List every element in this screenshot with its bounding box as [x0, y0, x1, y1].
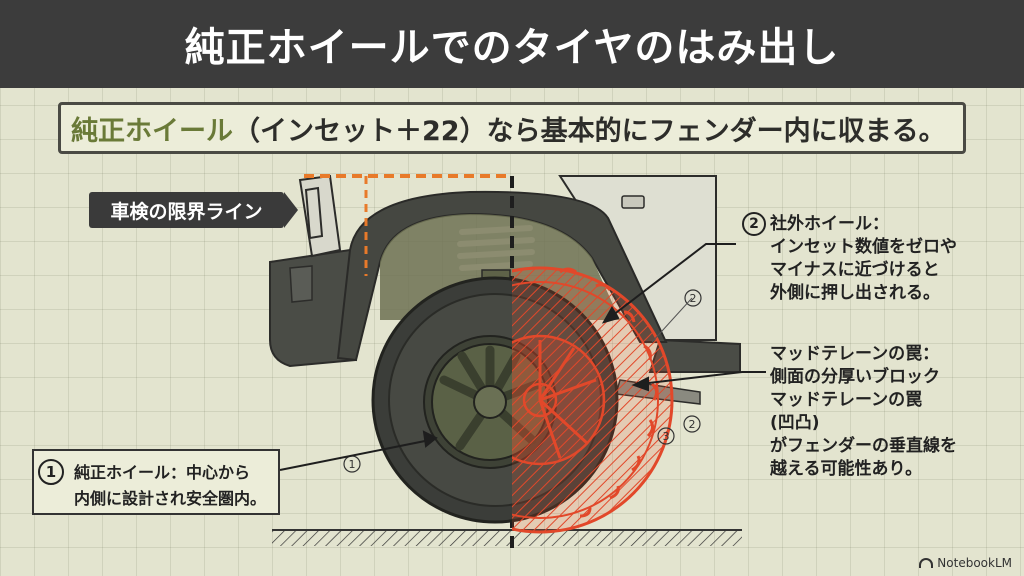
note-line: 側面の分厚いブロック [770, 367, 940, 387]
headline-text: （インセット＋22）なら基本的にフェンダー内に収まる。 [233, 115, 946, 147]
note-line: マッドテレーンの罠： [770, 344, 940, 364]
stock-wheel-callout: 1 純正ホイール：中心から 内側に設計され安全圏内。 [32, 449, 280, 515]
ground [272, 529, 742, 546]
note-line: 越える可能性あり。 [770, 459, 923, 479]
brand-mark: NotebookLM [919, 556, 1012, 570]
notebooklm-logo-icon [919, 558, 934, 568]
limit-label-pointer [284, 192, 298, 228]
note-line: マッドテレーンの罠 [770, 390, 923, 410]
mud-terrain-note: マッドテレーンの罠： 側面の分厚いブロック マッドテレーンの罠 (凹凸) がフェ… [770, 343, 957, 481]
svg-text:2: 2 [689, 418, 696, 431]
note-line: (凹凸) [770, 413, 820, 433]
title-bar: 純正ホイールでのタイヤのはみ出し [0, 0, 1024, 88]
aftermarket-tire [512, 266, 674, 534]
svg-text:3: 3 [663, 430, 670, 443]
note-line: 社外ホイール： [770, 214, 889, 234]
callout-number: 1 [38, 459, 64, 485]
leader-lines [279, 243, 766, 471]
note-number: 2 [742, 212, 766, 236]
note-line: がフェンダーの垂直線を [770, 436, 957, 456]
headline-accent: 純正ホイール [71, 115, 233, 147]
note-line: マイナスに近づけると [770, 260, 940, 280]
callout-line: 内側に設計され安全圏内。 [74, 489, 267, 508]
note-line: 外側に押し出される。 [770, 283, 940, 303]
note-line: インセット数値をゼロや [770, 237, 957, 257]
page-title: 純正ホイールでのタイヤのはみ出し [184, 25, 840, 71]
diagram-markers: 1 2 2 3 [343, 289, 702, 473]
svg-text:1: 1 [349, 458, 356, 471]
limit-line-label: 車検の限界ライン [89, 192, 284, 228]
headline-box: 純正ホイール（インセット＋22）なら基本的にフェンダー内に収まる。 [58, 102, 966, 154]
callout-line: 純正ホイール：中心から [74, 463, 251, 482]
svg-text:2: 2 [690, 292, 697, 305]
brand-text: NotebookLM [937, 556, 1012, 570]
